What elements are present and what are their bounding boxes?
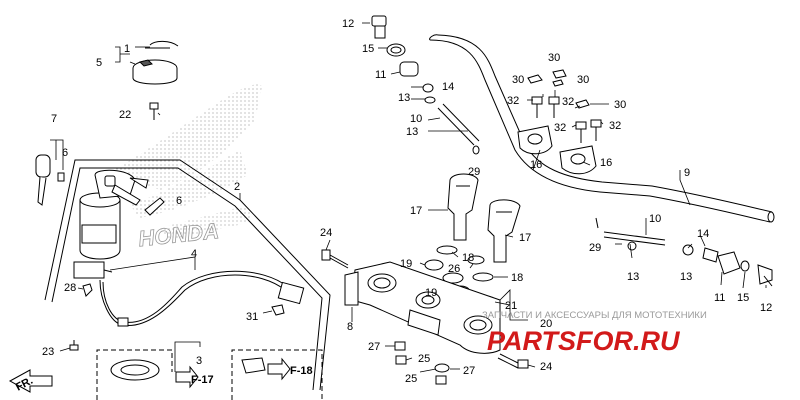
label-4: 4 — [191, 248, 197, 260]
label-32-top: 32 — [562, 96, 574, 108]
label-30-far: 30 — [614, 99, 626, 111]
label-6-right: 6 — [176, 195, 182, 207]
label-26: 26 — [448, 263, 460, 275]
label-16-left: 16 — [530, 159, 542, 171]
label-24-right: 24 — [540, 361, 552, 373]
label-18-right: 18 — [511, 272, 523, 284]
label-13-b: 13 — [406, 126, 418, 138]
label-22: 22 — [119, 109, 131, 121]
label-15-top: 15 — [362, 43, 374, 55]
top-bridge — [344, 261, 501, 354]
label-19-center: 19 — [425, 287, 437, 299]
label-11-right: 11 — [714, 292, 725, 304]
label-8: 8 — [347, 321, 353, 333]
label-13-d: 13 — [680, 271, 692, 283]
label-20: 20 — [540, 318, 552, 330]
label-27-bottom: 27 — [463, 365, 475, 377]
switch-cover-assembly — [132, 40, 179, 85]
watermark-site: PARTSFOR.RU — [487, 326, 681, 356]
label-7: 7 — [51, 113, 57, 125]
weight-rod-upper — [437, 103, 480, 155]
label-12-top: 12 — [342, 18, 354, 30]
holder-post-left — [447, 173, 479, 241]
label-19-left: 19 — [400, 258, 412, 270]
label-17-left: 17 — [410, 205, 422, 217]
label-32-bottom: 32 — [554, 122, 566, 134]
label-30-right: 30 — [577, 74, 589, 86]
label-5: 5 — [96, 57, 102, 69]
label-28: 28 — [64, 282, 76, 294]
holder-post-right — [487, 199, 521, 263]
label-10-right: 10 — [649, 213, 661, 225]
label-6-left: 6 — [62, 147, 68, 159]
upper-holder-right — [559, 145, 597, 175]
label-1: 1 — [124, 43, 130, 55]
holder-bolts — [527, 69, 602, 143]
ignition-switch — [79, 169, 165, 260]
label-11-top: 11 — [375, 69, 386, 81]
label-23: 23 — [42, 346, 54, 358]
ignition-kit-frame — [44, 159, 331, 391]
bar-end-stack-lower — [682, 244, 773, 287]
honda-brand-text: HONDA — [137, 218, 220, 251]
ref-f18: F-18 — [290, 365, 313, 377]
label-32-left: 32 — [507, 95, 519, 107]
label-21: 21 — [505, 300, 517, 312]
label-31: 31 — [246, 311, 258, 323]
label-30-top: 30 — [548, 52, 560, 64]
label-18-top: 18 — [462, 252, 474, 264]
watermark-tagline: ЗАПЧАСТИ И АКСЕССУАРЫ ДЛЯ МОТОТЕХНИКИ — [482, 310, 707, 321]
label-27-left: 27 — [368, 341, 380, 353]
leader-lines — [50, 22, 767, 373]
label-15-right: 15 — [737, 292, 749, 304]
label-29-top: 29 — [468, 166, 480, 178]
label-16-right: 16 — [600, 157, 612, 169]
bar-end-stack-upper — [371, 15, 436, 104]
label-14-top: 14 — [442, 81, 454, 93]
label-17-right: 17 — [519, 232, 531, 244]
bolt-24-right — [497, 353, 529, 369]
small-fasteners-left — [69, 283, 285, 351]
label-25-top: 25 — [418, 353, 430, 365]
label-10-top: 10 — [410, 113, 422, 125]
label-13-a: 13 — [398, 92, 410, 104]
label-24-left: 24 — [320, 227, 332, 239]
label-9: 9 — [684, 167, 690, 179]
label-12-right: 12 — [760, 302, 772, 314]
label-25-bottom: 25 — [405, 373, 417, 385]
partsfor-watermark: ЗАПЧАСТИ И АКСЕССУАРЫ ДЛЯ МОТОТЕХНИКИ PA… — [482, 310, 707, 356]
label-13-c: 13 — [627, 271, 639, 283]
reference-boxes — [8, 349, 323, 400]
label-2: 2 — [234, 181, 240, 193]
ref-f17: F-17 — [191, 374, 214, 386]
label-14-right: 14 — [697, 228, 709, 240]
bottom-nuts — [394, 341, 450, 385]
label-29-right: 29 — [589, 242, 601, 254]
label-3: 3 — [196, 355, 202, 367]
screw-22 — [149, 102, 159, 120]
part-number-labels: 1 5 22 7 6 6 2 4 28 31 3 23 12 15 11 14 … — [42, 18, 772, 385]
label-30-left: 30 — [512, 74, 524, 86]
bolt-24-left — [321, 249, 349, 269]
key-blank — [35, 154, 65, 206]
upper-holder-left — [517, 125, 553, 155]
switch-harness — [73, 261, 305, 327]
label-32-right: 32 — [609, 120, 621, 132]
handlebar-pipe — [429, 34, 775, 223]
